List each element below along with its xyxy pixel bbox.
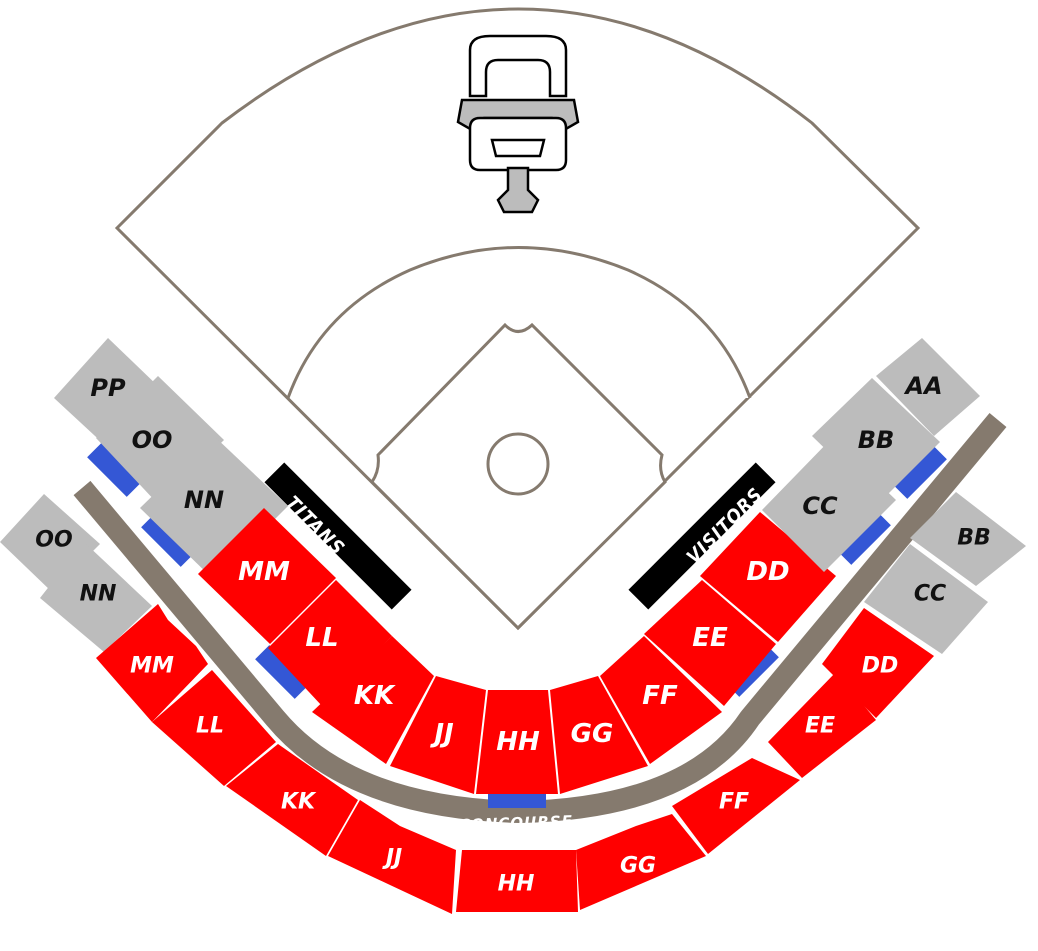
- section-shape[interactable]: [96, 376, 224, 504]
- section-gg-inner[interactable]: GG: [550, 676, 648, 794]
- section-shape[interactable]: [700, 512, 836, 642]
- accessible-seating-marker: [255, 645, 309, 699]
- section-shape[interactable]: [576, 814, 706, 910]
- section-label: FF: [642, 681, 678, 711]
- section-label: DD: [746, 557, 789, 587]
- section-kk-outer[interactable]: KK: [226, 744, 358, 856]
- section-label: KK: [281, 790, 317, 815]
- section-label: PP: [90, 374, 126, 402]
- section-jj-outer[interactable]: JJ: [328, 800, 456, 914]
- section-label: EE: [692, 623, 728, 653]
- section-label: GG: [571, 719, 614, 749]
- section-mm-inner[interactable]: MM: [198, 508, 336, 644]
- accessible-seating-marker: [488, 790, 546, 808]
- section-label: JJ: [429, 719, 454, 749]
- section-shape[interactable]: [328, 800, 456, 914]
- section-label: LL: [196, 714, 224, 739]
- section-oo-inner[interactable]: OO: [96, 376, 224, 504]
- section-shape[interactable]: [864, 544, 988, 654]
- section-shape[interactable]: [822, 608, 934, 718]
- section-bb-inner[interactable]: BB: [812, 378, 940, 502]
- section-label: HH: [496, 727, 540, 757]
- infield-arc: [286, 246, 752, 399]
- section-shape[interactable]: [40, 542, 152, 652]
- accessible-seating-marker: [837, 511, 891, 565]
- section-label: AA: [903, 372, 942, 400]
- section-label: OO: [35, 528, 72, 553]
- section-label: CC: [914, 582, 946, 607]
- section-shape[interactable]: [226, 744, 358, 856]
- section-mm-outer[interactable]: MM: [96, 604, 208, 722]
- accessible-seating-marker: [893, 445, 947, 499]
- section-shape[interactable]: [550, 676, 648, 794]
- section-bb-outer[interactable]: BB: [910, 492, 1026, 586]
- section-shape[interactable]: [198, 508, 336, 644]
- section-label: NN: [80, 582, 117, 607]
- section-shape[interactable]: [140, 436, 288, 580]
- section-cc-outer[interactable]: CC: [864, 544, 988, 654]
- section-label: CC: [802, 492, 838, 520]
- section-shape[interactable]: [910, 492, 1026, 586]
- section-label: MM: [238, 557, 290, 587]
- accessible-seating-marker: [87, 443, 141, 497]
- section-pp-inner[interactable]: PP: [54, 338, 160, 448]
- section-ee-outer[interactable]: EE: [768, 672, 876, 778]
- section-nn-inner[interactable]: NN: [140, 436, 288, 580]
- section-label: MM: [130, 654, 174, 679]
- section-label: OO: [132, 426, 173, 454]
- section-label: FF: [719, 790, 749, 815]
- section-shape[interactable]: [644, 580, 776, 706]
- section-hh-outer[interactable]: HH: [456, 850, 578, 912]
- section-gg-outer[interactable]: GG: [576, 814, 706, 910]
- section-shape[interactable]: [768, 672, 876, 778]
- section-aa-inner[interactable]: AA: [876, 338, 980, 436]
- section-nn-outer[interactable]: NN: [40, 542, 152, 652]
- section-ll-outer[interactable]: LL: [152, 670, 276, 786]
- section-shape[interactable]: [456, 850, 578, 912]
- pitchers-mound: [486, 432, 550, 496]
- section-label: JJ: [382, 846, 402, 871]
- section-label: GG: [620, 854, 656, 879]
- section-ff-inner[interactable]: FF: [600, 636, 722, 764]
- section-dd-inner[interactable]: DD: [700, 512, 836, 642]
- section-shape[interactable]: [672, 758, 800, 854]
- section-shape[interactable]: [812, 378, 940, 502]
- section-jj-inner[interactable]: JJ: [390, 676, 486, 794]
- section-label: NN: [184, 486, 224, 514]
- section-ff-outer[interactable]: FF: [672, 758, 800, 854]
- section-kk-inner[interactable]: KK: [312, 636, 434, 764]
- section-ee-inner[interactable]: EE: [644, 580, 776, 706]
- svg-text:CONCOURSE: CONCOURSE: [459, 812, 573, 834]
- concourse: CONCOURSE: [73, 412, 1007, 834]
- section-label: LL: [305, 623, 338, 653]
- section-ll-inner[interactable]: LL: [268, 580, 392, 706]
- section-shape[interactable]: [600, 636, 722, 764]
- accessible-seating-marker: [141, 513, 195, 567]
- section-shape[interactable]: [312, 636, 434, 764]
- section-label: BB: [858, 426, 895, 454]
- section-shape[interactable]: [876, 338, 980, 436]
- titans-logo-icon: [456, 34, 580, 214]
- section-label: KK: [354, 681, 396, 711]
- section-shape[interactable]: [54, 338, 160, 448]
- section-shape[interactable]: [96, 604, 208, 722]
- section-shape[interactable]: [152, 670, 276, 786]
- section-shape[interactable]: [268, 580, 392, 706]
- section-shape[interactable]: [390, 676, 486, 794]
- section-shape[interactable]: [476, 690, 558, 794]
- section-dd-outer[interactable]: DD: [822, 608, 934, 718]
- section-label: EE: [805, 714, 835, 739]
- section-label: BB: [957, 526, 991, 551]
- section-label: DD: [862, 654, 899, 679]
- section-hh-inner[interactable]: HH: [476, 690, 558, 794]
- section-label: HH: [498, 872, 535, 897]
